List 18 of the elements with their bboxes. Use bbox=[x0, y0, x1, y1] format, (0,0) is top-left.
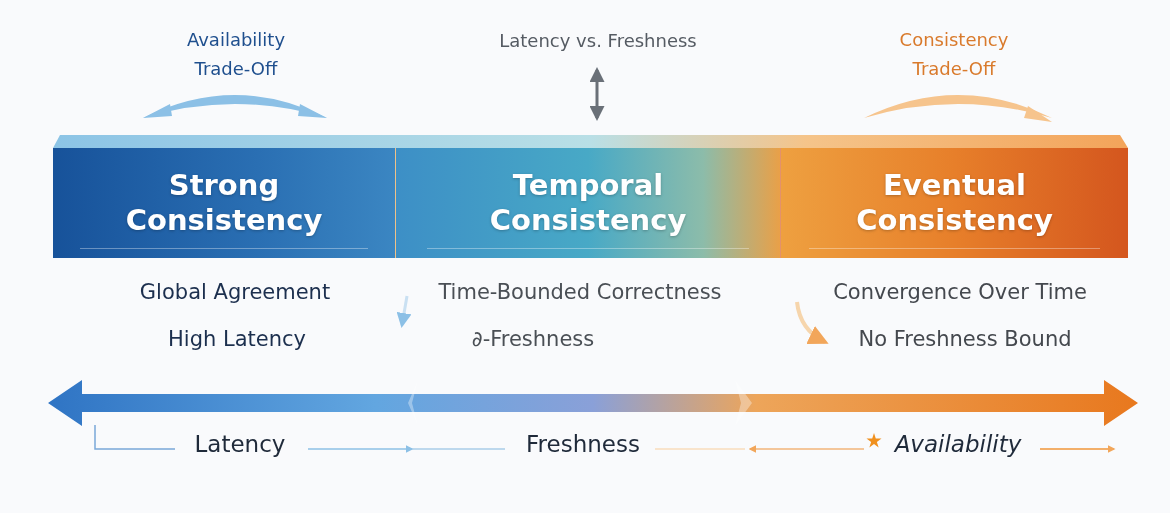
trade-off-label: Latency vs. Freshness bbox=[499, 30, 697, 51]
trade-off-label: Consistency Trade-Off bbox=[898, 28, 1010, 81]
segment-heading: Temporal Consistency bbox=[488, 168, 688, 238]
property-text: Global Agreement bbox=[139, 280, 331, 304]
consistency-band-segment bbox=[53, 148, 395, 258]
property-text: High Latency bbox=[168, 327, 306, 351]
trade-off-label: Availability Trade-Off bbox=[185, 28, 287, 81]
property-text: Convergence Over Time bbox=[833, 280, 1087, 304]
axis-label: Latency bbox=[194, 431, 286, 457]
axis-label: Freshness bbox=[526, 431, 640, 457]
property-text: No Freshness Bound bbox=[858, 327, 1072, 351]
property-text: Time-Bounded Correctness bbox=[438, 280, 722, 304]
segment-heading: Strong Consistency bbox=[124, 168, 324, 238]
property-text: ∂-Freshness bbox=[471, 327, 595, 351]
segment-heading: Eventual Consistency bbox=[855, 168, 1054, 238]
consistency-band-segment bbox=[780, 148, 1128, 258]
axis-label: Availability bbox=[894, 431, 1022, 457]
consistency-band-segment bbox=[395, 148, 780, 258]
